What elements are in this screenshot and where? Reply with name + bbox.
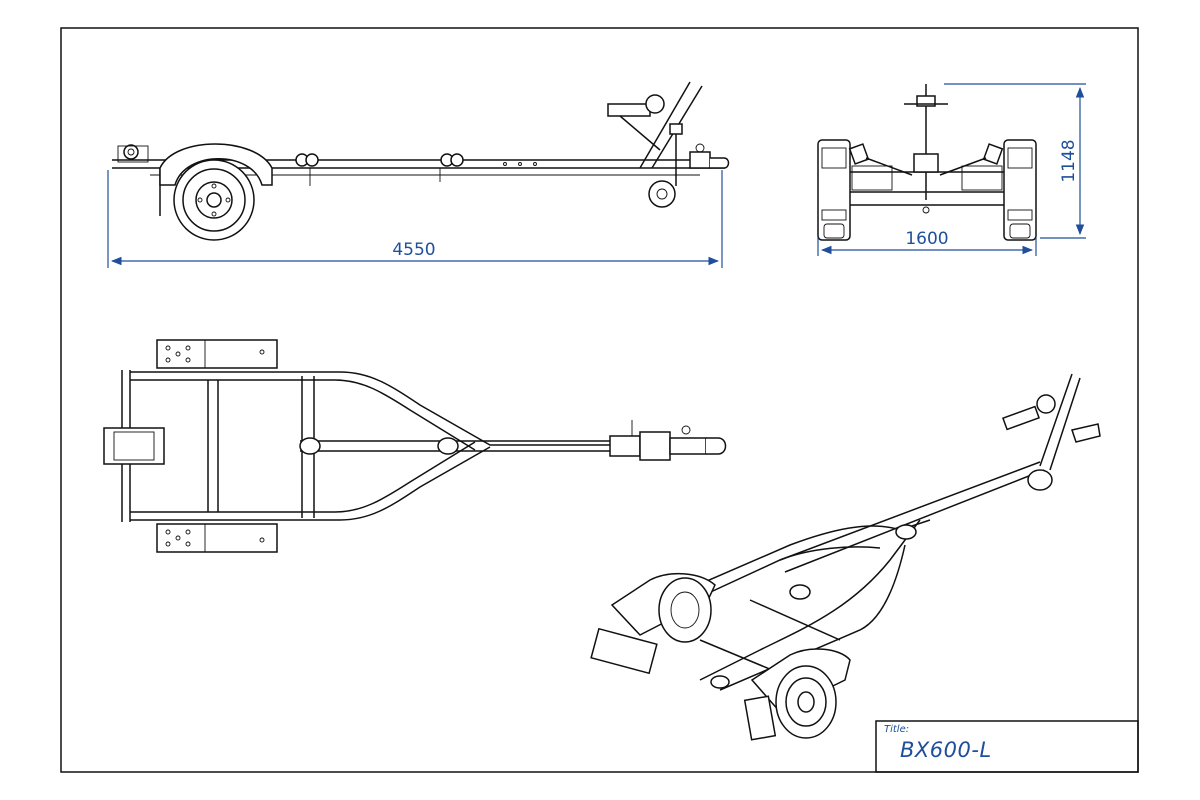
top-view [103, 339, 727, 553]
side-view [112, 81, 730, 241]
width-dimension-label: 1600 [905, 229, 948, 249]
width-dimension: 1600 [817, 229, 1037, 256]
title-block-value: BX600-L [900, 738, 992, 762]
length-dimension-label: 4550 [392, 240, 435, 260]
rear-view [817, 84, 1037, 241]
title-block-label: Title: [884, 724, 910, 735]
drawing-frame [60, 27, 1139, 773]
height-dimension: 1148 [944, 83, 1086, 239]
length-dimension: 4550 [107, 170, 723, 268]
height-dimension-label: 1148 [1059, 139, 1079, 182]
title-block [875, 720, 1139, 773]
isometric-view [590, 373, 1101, 741]
